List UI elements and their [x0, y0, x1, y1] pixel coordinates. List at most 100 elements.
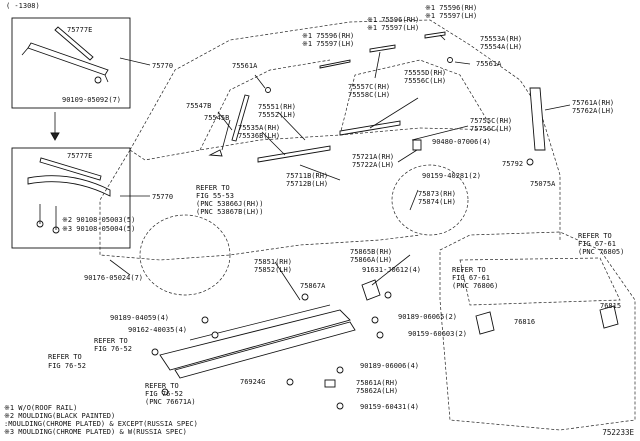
leader-75770a	[119, 57, 151, 66]
refer4-title-b[interactable]: REFER TO	[48, 353, 82, 361]
refer2-title[interactable]: REFER TO	[452, 266, 486, 274]
leader-75561a-l	[254, 74, 266, 89]
label-75597-lh-b: ※1 75597(LH)	[367, 24, 420, 32]
clip-76924g	[286, 378, 294, 386]
leader-75547b	[217, 111, 233, 131]
label-75712b: 75712B(LH)	[286, 180, 329, 188]
rear-wheel-arch	[391, 164, 469, 236]
note-3: ※3 MOULDING(CHROME PLATED) & W(RUSSIA SP…	[4, 428, 187, 436]
label-75596-rh-b: ※1 75596(RH)	[367, 16, 420, 24]
label-75721a: 75721A(RH)	[352, 153, 395, 161]
note-1: ※1 W/O(ROOF RAIL)	[4, 404, 78, 412]
refer4-fig-b[interactable]: FIG 76-52	[94, 345, 132, 353]
leader-75596a	[374, 51, 381, 79]
front-clip	[208, 149, 223, 157]
label-76924g: 76924G	[240, 378, 266, 386]
clip-90189b	[371, 316, 379, 324]
label-75536b: 75536B(LH)	[238, 132, 281, 140]
label-90159c: 90159-60431(4)	[360, 403, 420, 411]
leader-75551	[277, 111, 306, 141]
car-lower-body	[99, 149, 421, 261]
label-75597-lh-c: ※1 75597(LH)	[302, 40, 355, 48]
leader-75721a	[397, 149, 418, 163]
label-75865b: 75865B(RH)	[350, 248, 393, 256]
label-90159b: 90159-60603(2)	[408, 330, 468, 338]
label-76816: 76816	[514, 318, 536, 326]
rear-clip-75792	[526, 158, 534, 166]
label-75722a: 75722A(LH)	[352, 161, 395, 169]
label-75777e-a: 75777E	[67, 26, 93, 34]
label-90108b: ※3 90108-05004(5)	[62, 225, 136, 233]
label-75770-b: 75770	[152, 193, 174, 201]
door-belt-moulding-front	[257, 145, 331, 163]
label-75756c: 75756C(LH)	[470, 125, 513, 133]
refer2-fig[interactable]: FIG 67-61	[452, 274, 490, 282]
refer5-fig[interactable]: FIG 76-52	[145, 390, 183, 398]
refer3-title[interactable]: REFER TO	[578, 232, 612, 240]
label-75555d: 75555D(RH)	[404, 69, 447, 77]
refer4-title[interactable]: REFER TO	[94, 337, 128, 345]
roof-moulding-2	[369, 44, 396, 53]
pillar-moulding	[231, 94, 250, 142]
label-75777e-b: 75777E	[67, 152, 93, 160]
bolt-top	[94, 76, 102, 84]
leader-75557c	[369, 97, 419, 129]
refer5-title[interactable]: REFER TO	[145, 382, 179, 390]
label-75558c: 75558C(LH)	[348, 91, 391, 99]
label-75851: 75851(RH)	[254, 258, 292, 266]
refer4-fig[interactable]: FIG 76-52	[48, 362, 86, 370]
clip-90159b	[376, 331, 384, 339]
refer1-pnc-rh: (PNC 53866J(RH))	[196, 200, 264, 208]
refer1-pnc-lh: (PNC 53867B(LH))	[196, 208, 264, 216]
label-75770-a: 75770	[152, 62, 174, 70]
roof-moulding-3	[424, 31, 446, 39]
inset-box-bottom	[11, 147, 131, 249]
label-76815: 76815	[600, 302, 622, 310]
roof-rail-part-bottom	[27, 175, 111, 197]
label-90176: 90176-05024(7)	[84, 274, 144, 282]
clip-91631	[384, 291, 392, 299]
car-windows	[199, 59, 491, 151]
label-75551: 75551(RH)	[258, 103, 296, 111]
leader-75755c	[411, 125, 469, 141]
rocker-moulding	[159, 309, 351, 371]
leader-90176	[109, 259, 131, 276]
bracket-75865b	[361, 279, 381, 301]
clip-refer4	[151, 348, 159, 356]
leader-75553a	[439, 34, 446, 41]
leader-75711b	[299, 164, 341, 181]
part-75861a	[324, 379, 336, 388]
label-75873: 75873(RH)	[418, 190, 456, 198]
label-75711b: 75711B(RH)	[286, 172, 329, 180]
clip-75561a-l	[265, 87, 271, 93]
note-2: ※2 MOULDING(BLACK PAINTED)	[4, 412, 116, 420]
roof-rail-legs-top	[21, 47, 109, 83]
refer3-fig[interactable]: FIG 67-61	[578, 240, 616, 248]
label-75762a: 75762A(LH)	[572, 107, 615, 115]
refer2-pnc: (PNC 76806)	[452, 282, 499, 290]
refer1-fig[interactable]: FIG 55-53	[196, 192, 234, 200]
label-75596-rh-a: ※1 75596(RH)	[425, 4, 478, 12]
label-75755c: 75755C(RH)	[470, 117, 513, 125]
label-75596-rh-c: ※1 75596(RH)	[302, 32, 355, 40]
label-75861a: 75861A(RH)	[356, 379, 399, 387]
label-90480: 90480-07006(4)	[432, 138, 492, 146]
label-91631: 91631-J0612(4)	[362, 266, 422, 274]
bolt-bottom-lines	[39, 204, 57, 230]
label-90189c: 90189-06006(4)	[360, 362, 420, 370]
refer1-title[interactable]: REFER TO	[196, 184, 230, 192]
label-75597-lh-a: ※1 75597(LH)	[425, 12, 478, 20]
bracket-76816	[475, 311, 495, 335]
label-75535a: 75535A(RH)	[238, 124, 281, 132]
roof-moulding-1	[319, 59, 351, 69]
label-75556c: 75556C(LH)	[404, 77, 447, 85]
label-75545b: 75545B	[204, 114, 230, 122]
clip-refer5	[161, 388, 169, 396]
rear-window	[459, 257, 621, 306]
leader-75545b	[221, 119, 231, 151]
leader-75561a-r	[454, 61, 471, 65]
label-75554a: 75554A(LH)	[480, 43, 523, 51]
note-2b: :MOULDING(CHROME PLATED) & EXCEPT(RUSSIA…	[4, 420, 198, 428]
label-75852: 75852(LH)	[254, 266, 292, 274]
refer3-pnc: (PNC 76805)	[578, 248, 625, 256]
